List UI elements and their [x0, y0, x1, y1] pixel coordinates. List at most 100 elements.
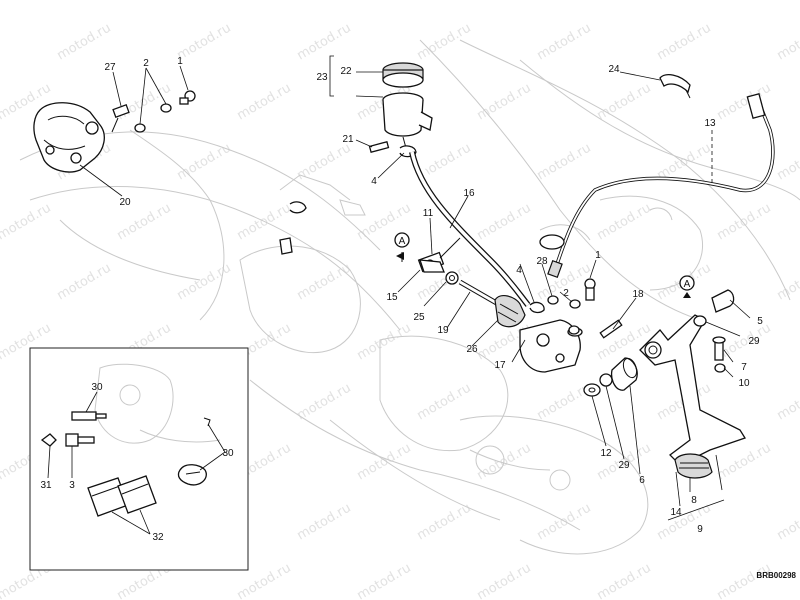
bleeder-part-1-mid	[584, 278, 596, 301]
watermark-text: motod.ru	[715, 441, 774, 484]
grommet-ghost	[539, 234, 565, 250]
callout-31: 31	[40, 480, 52, 491]
watermark-text: motod.ru	[295, 21, 354, 64]
svg-text:A: A	[684, 279, 691, 290]
banjo-bolt-part-30-inset	[71, 411, 107, 421]
watermark-text: motod.ru	[775, 261, 800, 304]
cap-part-31	[40, 433, 57, 447]
callout-16: 16	[463, 188, 475, 199]
callout-25: 25	[413, 312, 425, 323]
callout-21: 21	[342, 134, 354, 145]
bleeder-part-3	[65, 433, 95, 447]
callout-28: 28	[536, 256, 548, 267]
fitting-ghost	[279, 237, 293, 255]
watermark-text: motod.ru	[475, 201, 534, 244]
reservoir-cap-part-22	[382, 62, 424, 88]
callout-labels: 27 2 1 20 23 22 21 4 16 11 24 13 28 4 1 …	[40, 56, 763, 543]
watermark-text: motod.ru	[535, 501, 594, 544]
watermark-text: motod.ru	[115, 0, 174, 3]
watermark-text: motod.ru	[175, 141, 234, 184]
watermark-text: motod.ru	[595, 321, 654, 364]
frame-ghost-outline	[19, 39, 800, 555]
watermark-text: motod.ru	[595, 0, 654, 3]
callout-4-top: 4	[371, 176, 377, 187]
washer-part-2-top	[134, 103, 172, 133]
bolt-part-7	[712, 336, 726, 361]
pedal-rubber-part-8	[674, 453, 713, 479]
section-marker-a-right: A	[679, 275, 695, 298]
watermark-text: motod.ru	[415, 501, 474, 544]
watermark-text: motod.ru	[775, 21, 800, 64]
callout-29-low: 29	[618, 460, 630, 471]
reservoir-body-part-23	[382, 92, 433, 149]
pivot-pin-part-5	[711, 289, 735, 313]
dust-boot-part-26	[494, 295, 526, 328]
watermark-text: motod.ru	[0, 0, 54, 3]
watermark-text: motod.ru	[535, 21, 594, 64]
callout-27: 27	[104, 62, 116, 73]
callout-9: 9	[697, 524, 703, 535]
brake-line-part-13	[547, 93, 775, 279]
watermark-text: motod.ru	[715, 0, 774, 3]
callout-1-top: 1	[177, 56, 183, 67]
hose-clip-part-24	[659, 74, 691, 99]
leader-lines	[47, 55, 751, 535]
watermark-text: motod.ru	[715, 561, 774, 600]
watermark-text: motod.ru	[595, 201, 654, 244]
watermark-text: motod.ru	[475, 561, 534, 600]
watermark-text: motod.ru	[235, 81, 294, 124]
callout-15: 15	[386, 292, 398, 303]
bushing-part-6	[610, 357, 638, 391]
reservoir-hose-part-16	[409, 151, 531, 307]
o-ring-part-29-low	[599, 373, 613, 387]
reference-code: BRB00298	[756, 571, 796, 580]
callout-2-mid: 2	[563, 288, 569, 299]
callout-10: 10	[738, 378, 750, 389]
watermark-text: motod.ru	[0, 201, 54, 244]
inset-detail-panel	[29, 347, 249, 571]
pushrod-part-19	[458, 279, 502, 308]
nut-part-25	[445, 271, 459, 285]
watermark-text: motod.ru	[775, 381, 800, 424]
watermark-text: motod.ru	[235, 201, 294, 244]
callout-8: 8	[691, 495, 697, 506]
watermark-text: motod.ru	[175, 261, 234, 304]
callout-3: 3	[69, 480, 75, 491]
o-ring-part-29-top	[693, 315, 707, 327]
watermark-text: motod.ru	[595, 81, 654, 124]
callout-24: 24	[608, 64, 620, 75]
washer-part-2-mid	[568, 299, 581, 335]
watermark-text: motod.ru	[175, 21, 234, 64]
callout-11: 11	[423, 208, 434, 219]
callout-13: 13	[704, 118, 716, 129]
watermark-text: motod.ru	[655, 21, 714, 64]
watermark-text: motod.ru	[535, 141, 594, 184]
spring-clip-part-30-inset	[177, 417, 211, 486]
nut-part-10	[714, 363, 726, 373]
watermark-text: motod.ru	[235, 0, 294, 3]
watermark-text: motod.ru	[295, 261, 354, 304]
watermark-text: motod.ru	[715, 201, 774, 244]
callout-26: 26	[466, 344, 478, 355]
watermark-text: motod.ru	[775, 141, 800, 184]
callout-5: 5	[757, 316, 763, 327]
callout-6: 6	[639, 475, 645, 486]
watermark-text: motod.ru	[775, 501, 800, 544]
pump-housing-part-20	[33, 102, 105, 173]
watermark-text: motod.ru	[355, 441, 414, 484]
clevis-part-15	[419, 259, 445, 273]
washer-part-12	[583, 383, 601, 397]
svg-text:A: A	[399, 236, 406, 247]
seal-part-28	[547, 295, 559, 305]
watermark-text: motod.ru	[295, 381, 354, 424]
brake-pedal-part-9	[639, 314, 746, 466]
watermark-text: motod.ru	[415, 381, 474, 424]
watermark-text: motod.ru	[355, 561, 414, 600]
callout-12: 12	[600, 448, 612, 459]
callout-17: 17	[494, 360, 506, 371]
callout-30-inset-left: 30	[91, 382, 103, 393]
watermark-text: motod.ru	[55, 21, 114, 64]
callout-14: 14	[670, 507, 682, 518]
brake-pad-part-32-right	[117, 475, 157, 514]
section-marker-a-left: A	[394, 232, 410, 262]
